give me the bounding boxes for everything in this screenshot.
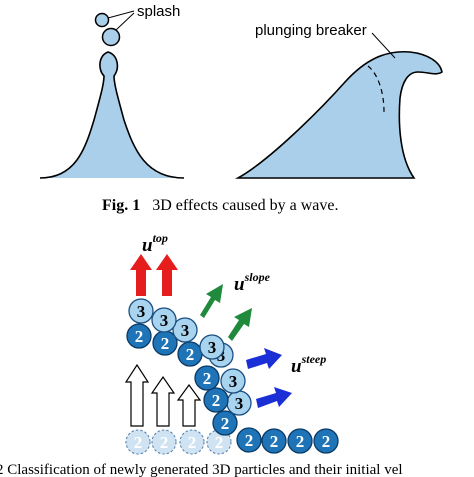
arrow-top-2 — [156, 254, 178, 296]
particle-circle — [236, 427, 262, 453]
particle-label: 2 — [188, 433, 197, 452]
breaker-dashed-line — [367, 65, 385, 113]
particle-type3: 3 — [172, 317, 198, 343]
breaker-label: plunging breaker — [255, 22, 367, 39]
particle-label: 3 — [208, 338, 217, 357]
arrow-initial-1 — [124, 363, 150, 427]
particle-circle — [126, 323, 152, 349]
splash-wave-shape — [39, 51, 185, 179]
particle-type2: 2 — [203, 387, 229, 413]
particle-type2: 2 — [152, 330, 178, 356]
particle-circle — [194, 365, 220, 391]
arrow-top-1 — [130, 254, 152, 296]
splash-label: splash — [137, 3, 180, 20]
particle-type2: 2 — [194, 365, 220, 391]
particle-label: 3 — [229, 372, 238, 391]
particle-circle — [179, 429, 205, 455]
particle-circle — [287, 428, 313, 454]
u-slope-label: uslope — [234, 270, 271, 295]
particle-label: 2 — [161, 334, 170, 353]
particle-label: 2 — [212, 391, 221, 410]
breaker-panel: plunging breaker — [234, 22, 443, 179]
particle-initial-ghost: 2 — [125, 429, 151, 455]
particle-circle — [151, 307, 177, 333]
arrow-steep-1 — [246, 348, 282, 369]
particle-label: 2 — [270, 432, 279, 451]
particle-label: 3 — [137, 302, 146, 321]
fig1-caption-text: 3D effects caused by a wave. — [152, 197, 338, 214]
particle-circle — [128, 298, 154, 324]
particle-circle — [203, 387, 229, 413]
particle-label: 3 — [235, 394, 244, 413]
particle-label: 2 — [135, 327, 144, 346]
particle-initial-ghost: 2 — [206, 429, 232, 455]
particle-type3: 3 — [220, 368, 246, 394]
arrow-initial-2 — [150, 375, 176, 427]
splash-leader-line-1 — [107, 10, 135, 19]
velocity-arrows — [124, 254, 292, 427]
particle-circle — [220, 368, 246, 394]
u-slope-sup: slope — [244, 270, 271, 284]
particle-label: 2 — [296, 432, 305, 451]
particle-circle — [199, 334, 225, 360]
particle-label: 2 — [134, 433, 143, 452]
splash-drop-small — [94, 12, 110, 28]
u-steep-sup: steep — [301, 352, 327, 366]
splash-panel: splash — [39, 3, 185, 179]
arrow-initial-3 — [176, 383, 202, 427]
fig1-caption: Fig. 1 3D effects caused by a wave. — [102, 197, 339, 214]
particle-type3: 3 — [128, 298, 154, 324]
particle-circle — [212, 410, 238, 436]
u-top-label: utop — [142, 231, 168, 256]
particle-label: 3 — [181, 321, 190, 340]
particle-type2: 2 — [261, 428, 287, 454]
particle-type3: 3 — [226, 390, 252, 416]
particle-label: 2 — [215, 433, 224, 452]
particle-type2: 2 — [313, 428, 339, 454]
particle-type2: 2 — [177, 341, 203, 367]
particle-circle — [151, 429, 177, 455]
particle-label: 2 — [203, 369, 212, 388]
arrow-slope-1 — [200, 284, 223, 318]
particle-circle — [261, 428, 287, 454]
particle-label: 2 — [186, 345, 195, 364]
particle-circle — [125, 429, 151, 455]
particle-type2: 2 — [236, 427, 262, 453]
u-top-base: u — [142, 235, 153, 256]
particle-type3: 3 — [199, 334, 225, 360]
particle-type2: 2 — [287, 428, 313, 454]
particle-type3: 3 — [151, 307, 177, 333]
particle-label: 2 — [245, 431, 254, 450]
splash-drop-large — [101, 27, 121, 47]
particle-layer: 222222222323232322333 — [125, 298, 339, 455]
particle-label: 2 — [322, 432, 331, 451]
breaker-wave-shape — [234, 50, 443, 179]
particle-type2: 2 — [212, 410, 238, 436]
particle-circle — [313, 428, 339, 454]
fig2-caption: 2 Classification of newly generated 3D p… — [0, 462, 403, 477]
particle-circle — [172, 317, 198, 343]
arrow-slope-2 — [228, 308, 252, 341]
fig1-caption-prefix: Fig. 1 — [102, 197, 140, 214]
splash-leader-line-2 — [115, 12, 135, 31]
particle-label: 2 — [221, 414, 230, 433]
u-steep-base: u — [291, 356, 302, 377]
u-slope-base: u — [234, 274, 245, 295]
particle-label: 3 — [160, 311, 169, 330]
u-steep-label: usteep — [291, 352, 326, 377]
u-top-sup: top — [153, 231, 168, 245]
particle-label: 2 — [160, 433, 169, 452]
arrow-steep-2 — [256, 387, 292, 408]
particle-initial-ghost: 2 — [151, 429, 177, 455]
breaker-leader-line — [371, 32, 396, 59]
particle-type2: 2 — [126, 323, 152, 349]
particle-initial-ghost: 2 — [179, 429, 205, 455]
